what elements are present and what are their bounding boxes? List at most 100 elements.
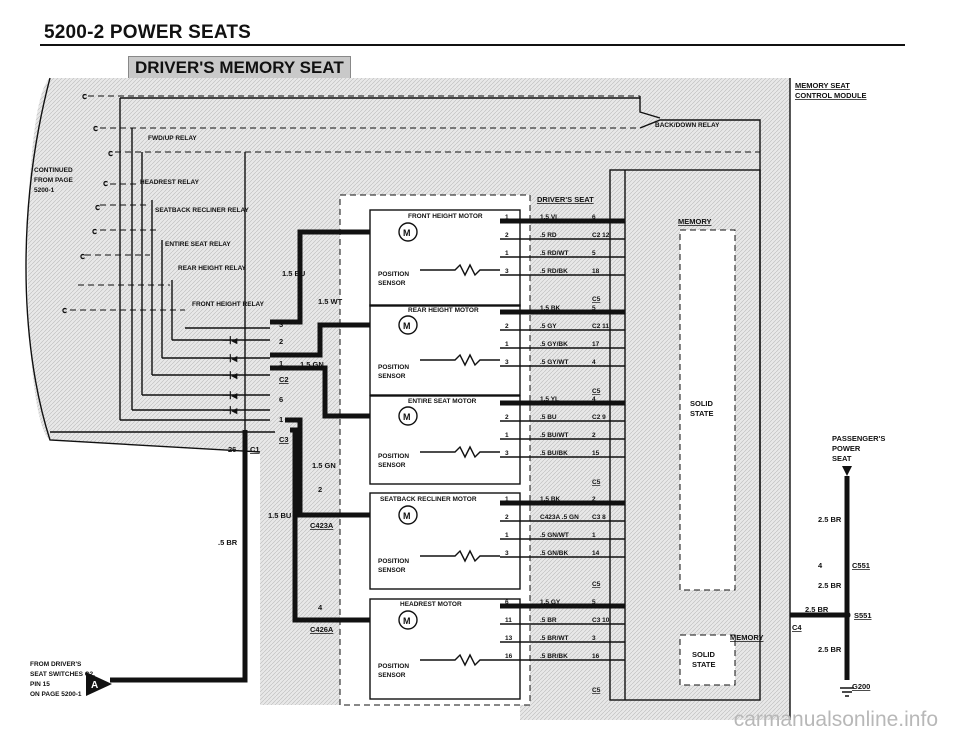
motor-wire-pin: 3 xyxy=(505,359,509,366)
motor-wire-label: .5 BU/WT xyxy=(540,432,569,439)
motor-wire-label: .5 RD xyxy=(540,232,557,239)
relay-lines xyxy=(70,95,760,311)
svg-text:C5: C5 xyxy=(592,581,601,588)
motor-wire-pin: 2 xyxy=(505,414,509,421)
motor-wire-label: .5 RD/WT xyxy=(540,250,569,257)
svg-text:M: M xyxy=(403,412,411,422)
motor-wire-pin: 3 xyxy=(505,268,509,275)
back-down-relay-wire xyxy=(639,96,761,152)
svg-text:⊣◂: ⊣◂ xyxy=(222,370,238,382)
label-c4: C4 xyxy=(792,623,802,632)
ground-c551: C551 xyxy=(852,561,870,570)
wire-label-2-5br-4: 2.5 BR xyxy=(818,645,842,654)
relay-label-seatback: SEATBACK RECLINER RELAY xyxy=(155,207,250,214)
motor-wire-label: .5 GN/WT xyxy=(540,532,569,539)
solid-state-2-line-2: STATE xyxy=(692,660,715,669)
svg-text:⊣◂: ⊣◂ xyxy=(222,405,238,417)
svg-text:C5: C5 xyxy=(592,479,601,486)
motor-wire-label: .5 BU/BK xyxy=(540,450,568,457)
svg-text:⊣◂: ⊣◂ xyxy=(222,353,238,365)
motor-wire-cpin: 1 xyxy=(592,532,596,539)
memory-label-2: MEMORY xyxy=(730,633,763,642)
motor-wire-label: 1.5 BK xyxy=(540,496,561,503)
module-name-line-2: CONTROL MODULE xyxy=(795,91,867,100)
svg-text:ⅽ: ⅽ xyxy=(82,91,87,101)
ground-symbol xyxy=(840,687,854,697)
wire-label-6: .5 BR xyxy=(218,538,238,547)
continued-line-2: FROM PAGE xyxy=(34,177,74,184)
motor-headrest: HEADREST MOTOR M POSITION SENSOR xyxy=(369,598,521,700)
motor-seatback-recliner: SEATBACK RECLINER MOTOR M POSITION SENSO… xyxy=(369,492,521,590)
wire-label-2-5br-1: 2.5 BR xyxy=(818,515,842,524)
svg-text:SEATBACK RECLINER MOTOR: SEATBACK RECLINER MOTOR xyxy=(380,496,477,503)
svg-text:POSITION: POSITION xyxy=(378,453,409,460)
svg-text:FRONT HEIGHT MOTOR: FRONT HEIGHT MOTOR xyxy=(408,213,483,220)
wire-label-2-5br-3: 2.5 BR xyxy=(805,605,829,614)
motor-wire-pin: 3 xyxy=(505,550,509,557)
continued-line-1: CONTINUED xyxy=(34,167,73,174)
motor-wire-label: .5 GN/BK xyxy=(540,550,568,557)
svg-text:SENSOR: SENSOR xyxy=(378,373,406,380)
label-c2: C2 xyxy=(279,375,289,384)
from-note-line-4: ON PAGE 5200-1 xyxy=(30,691,82,698)
memory-block xyxy=(679,229,736,591)
splice-s551 xyxy=(843,611,851,619)
motor-wire-cpin: C2 12 xyxy=(592,232,610,239)
motor-wire-pin: 2 xyxy=(505,323,509,330)
motor-wire-cpin: 4 xyxy=(592,396,596,403)
memory-block-2 xyxy=(679,634,736,686)
relay-label-front-height: FRONT HEIGHT RELAY xyxy=(192,301,265,308)
relay-label-fwd-up: FWD/UP RELAY xyxy=(148,135,197,142)
svg-text:⊣◂: ⊣◂ xyxy=(222,335,238,347)
svg-text:ENTIRE SEAT MOTOR: ENTIRE SEAT MOTOR xyxy=(408,398,477,405)
motor-wire-pin: 16 xyxy=(505,653,513,660)
label-pin1: 1 xyxy=(279,359,283,368)
motor-wire-cpin: 3 xyxy=(592,635,596,642)
motor-wire-pin: 6 xyxy=(505,599,509,606)
motor-wire-cpin: 4 xyxy=(592,359,596,366)
motor-wire-pin: 2 xyxy=(505,232,509,239)
label-c3: C3 xyxy=(279,435,289,444)
motor-wire-cpin: 14 xyxy=(592,550,600,557)
svg-text:C5: C5 xyxy=(592,296,601,303)
motor-wire-label: C423A .5 GN xyxy=(540,514,579,521)
module-name-line-1: MEMORY SEAT xyxy=(795,81,850,90)
motor-wire-pin: 1 xyxy=(505,214,509,221)
svg-text:ⅽ: ⅽ xyxy=(92,226,97,236)
solid-state-line-1: SOLID xyxy=(690,399,714,408)
motor-wire-cpin: C3 8 xyxy=(592,514,606,521)
ground-pin4: 4 xyxy=(818,561,823,570)
svg-text:ⅽ: ⅽ xyxy=(62,305,67,315)
motor-wire-cpin: C2 11 xyxy=(592,323,609,330)
svg-text:ⅽ: ⅽ xyxy=(80,251,85,261)
wire-label-5: 1.5 BU xyxy=(268,511,291,520)
from-note-line-2: SEAT SWITCHES C2, xyxy=(30,671,95,678)
svg-text:POSITION: POSITION xyxy=(378,271,409,278)
label-c423a: C423A xyxy=(310,521,334,530)
motor-wire-label: 1.5 YL xyxy=(540,396,559,403)
motor-wire-cpin: 6 xyxy=(592,214,596,221)
svg-text:M: M xyxy=(403,511,411,521)
motor-wire-label: .5 BR/BK xyxy=(540,653,568,660)
label-pin26: 26 xyxy=(228,445,236,454)
svg-text:SENSOR: SENSOR xyxy=(378,672,406,679)
svg-text:ⅽ: ⅽ xyxy=(93,123,98,133)
motor-wire-label: .5 GY xyxy=(540,323,557,330)
motor-wire-cpin: 16 xyxy=(592,653,600,660)
label-c426a: C426A xyxy=(310,625,334,634)
svg-text:POSITION: POSITION xyxy=(378,364,409,371)
motor-wire-label: 1.5 VI xyxy=(540,214,557,221)
svg-text:M: M xyxy=(403,616,411,626)
ground-s551: S551 xyxy=(854,611,872,620)
label-pin4: 4 xyxy=(318,603,323,612)
thick-motor-feeds xyxy=(110,229,370,683)
wire-label-2-5br-2: 2.5 BR xyxy=(818,581,842,590)
svg-text:⊣◂: ⊣◂ xyxy=(222,390,238,402)
relay-verticals xyxy=(119,98,246,440)
svg-text:SENSOR: SENSOR xyxy=(378,462,406,469)
relay-label-headrest: HEADREST RELAY xyxy=(140,179,200,186)
passenger-line-3: SEAT xyxy=(832,454,852,463)
motor-wire-pin: 11 xyxy=(505,617,512,624)
